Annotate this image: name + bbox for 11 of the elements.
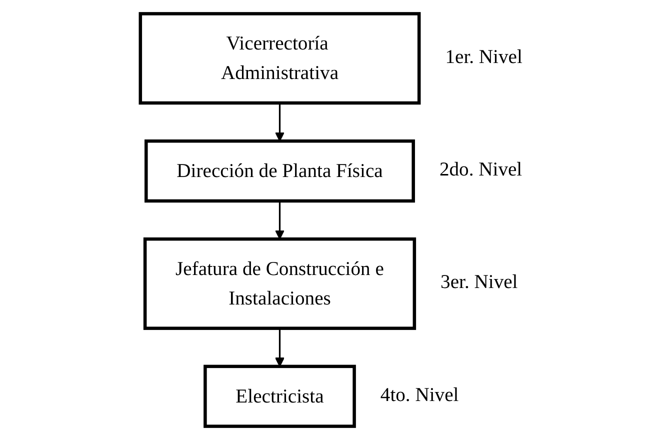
arrow [274, 200, 285, 239]
node-box: Electricista [204, 364, 356, 428]
arrow [274, 102, 285, 141]
level-label: 3er. Nivel [440, 272, 518, 293]
node-box: Vicerrectoría Administrativa [138, 12, 421, 104]
node-box: Jefatura de Construcción e Instalaciones [143, 236, 416, 330]
node-box: Dirección de Planta Física [144, 138, 415, 202]
level-label: 2do. Nivel [439, 159, 522, 180]
level-label: 4to. Nivel [380, 384, 459, 406]
arrow [274, 328, 285, 366]
level-label: 1er. Nivel [445, 46, 522, 68]
